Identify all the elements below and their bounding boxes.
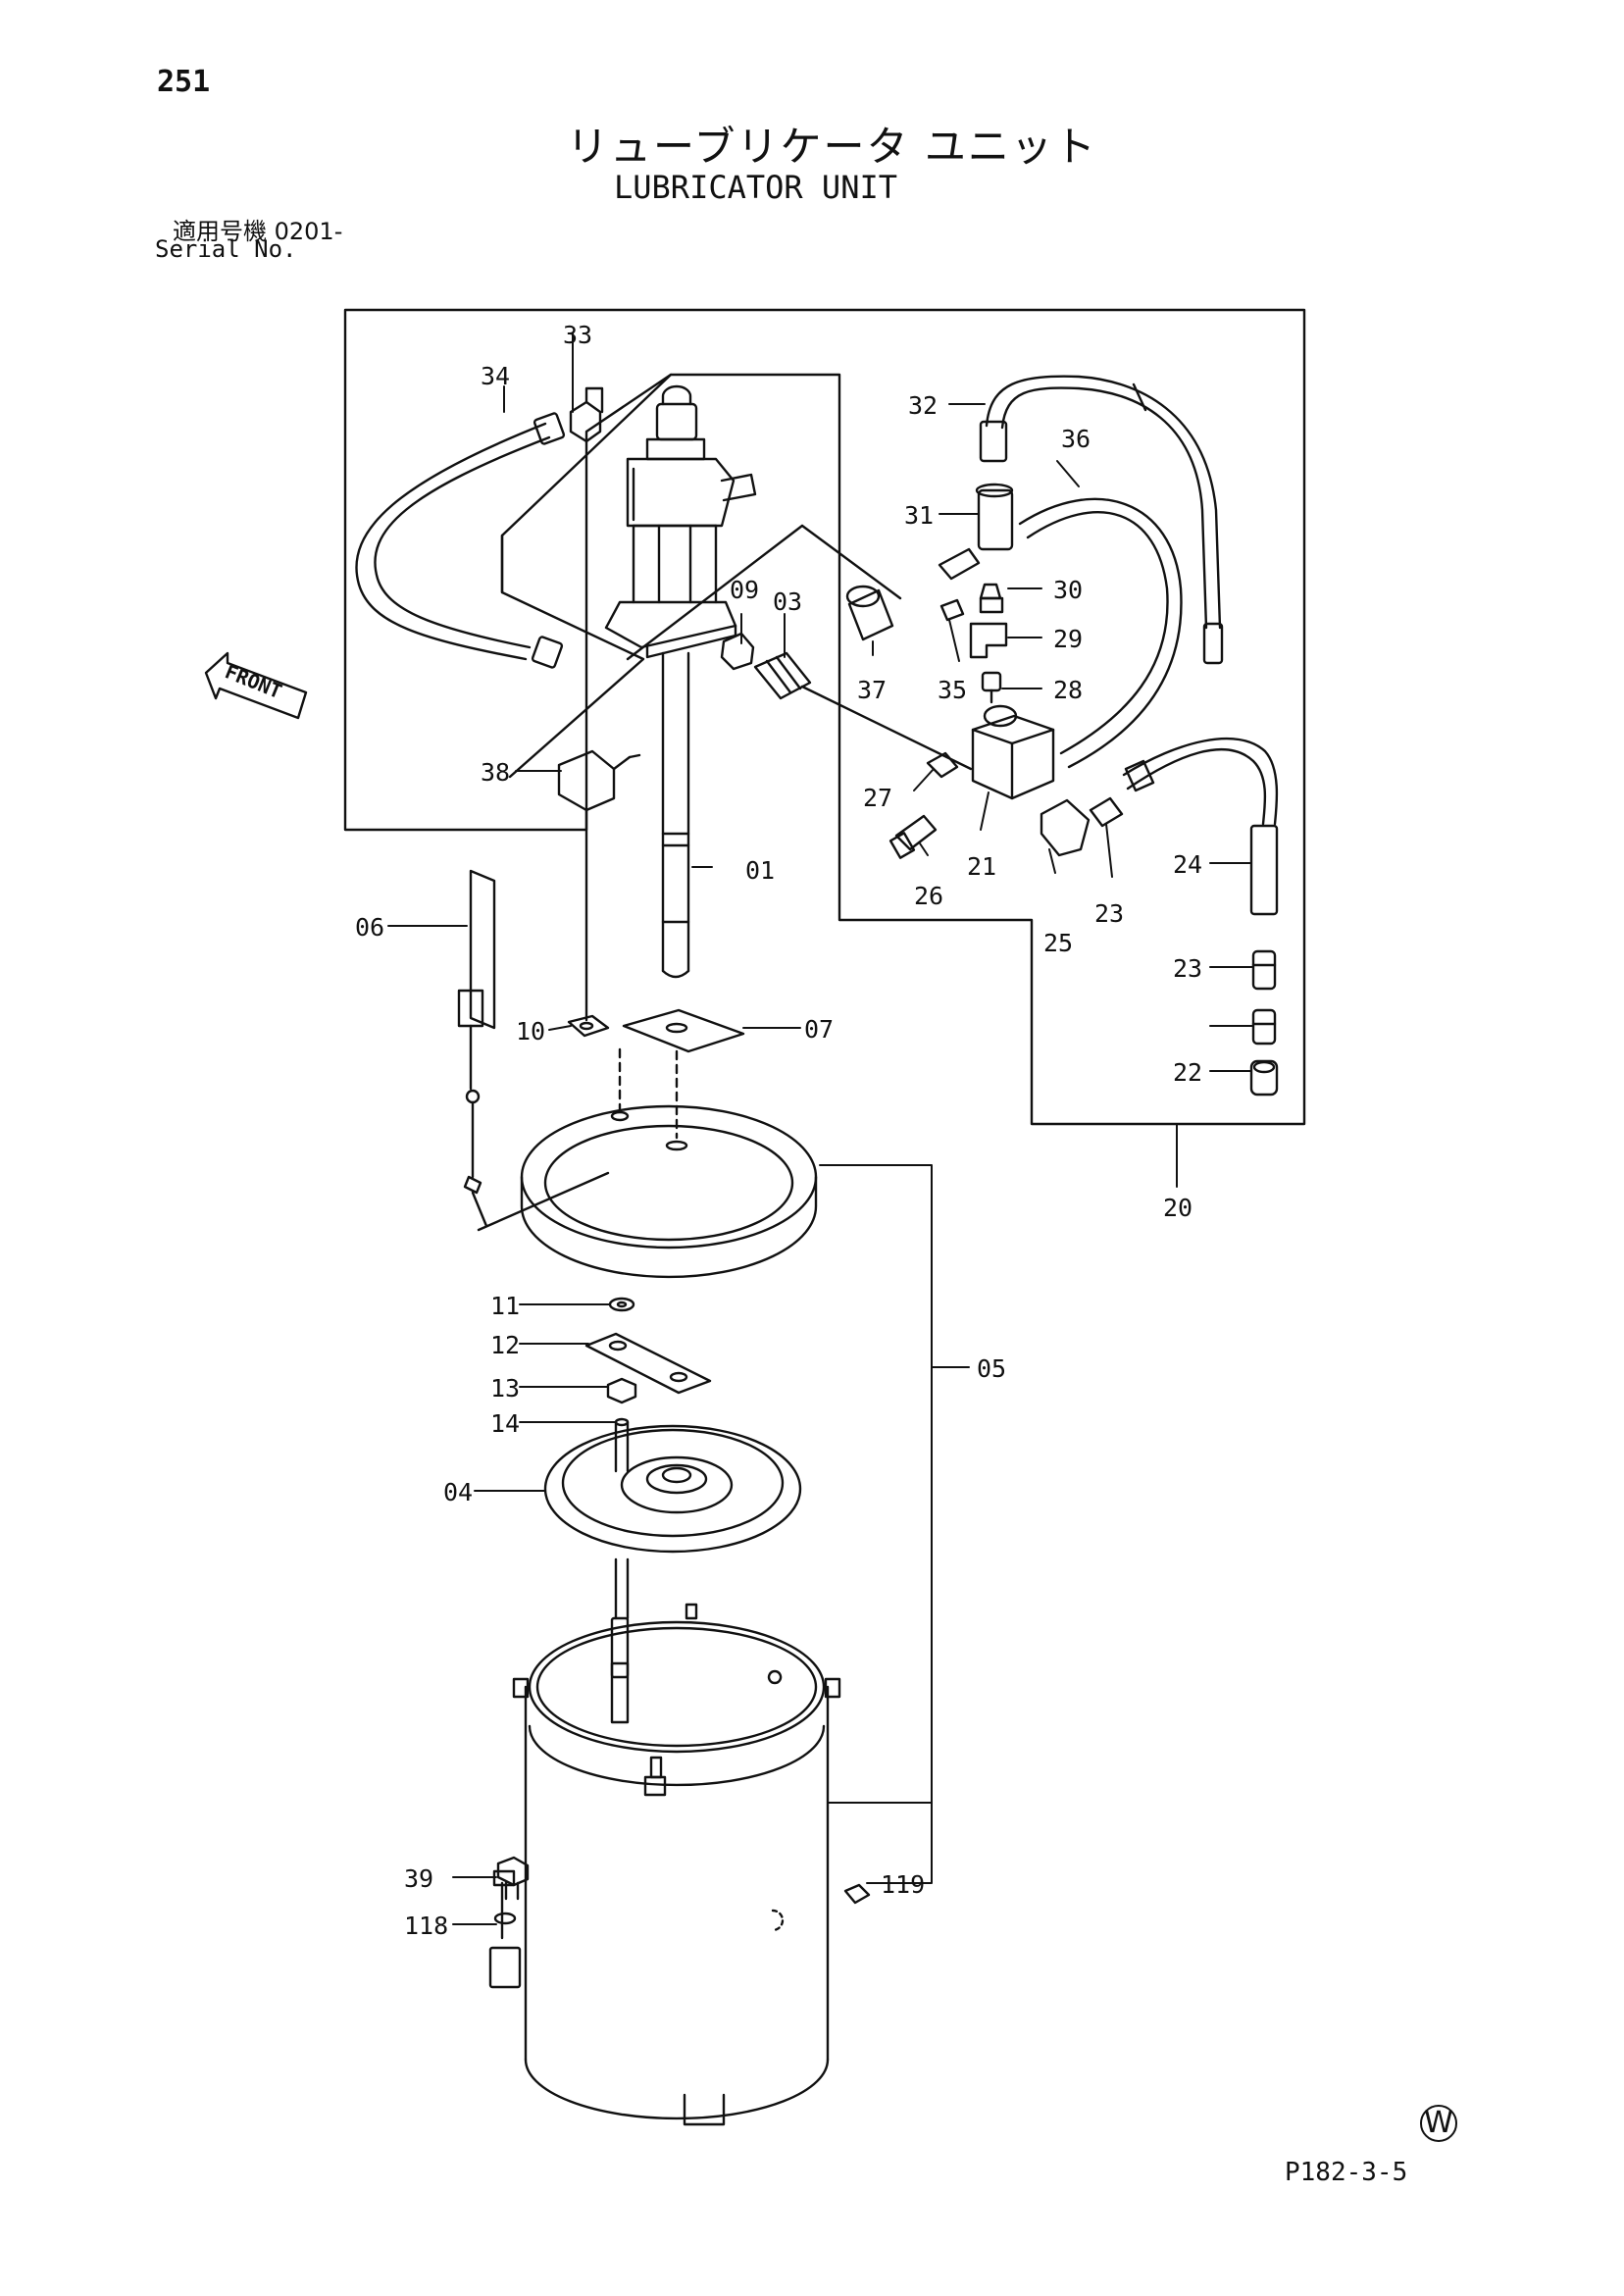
callout-label: 35: [938, 676, 967, 704]
serial-label-japanese: 適用号機 0201-: [173, 218, 343, 245]
serial-label: Serial No.: [155, 235, 297, 263]
callout-label: 37: [857, 676, 887, 704]
hose-35: [355, 412, 566, 669]
part-36: [939, 598, 965, 622]
callout-label: 32: [908, 391, 938, 420]
callout-label: 25: [1043, 929, 1073, 957]
part-38: [845, 585, 894, 641]
part-26: [1040, 798, 1091, 857]
callout-label: 20: [1163, 1194, 1193, 1222]
leader-lines: [387, 332, 1254, 1925]
page-title-japanese: リューブリケータ ユニット: [567, 123, 1097, 171]
callout-label: 01: [745, 856, 775, 885]
part-04: [543, 1424, 802, 1554]
page-number: 251: [157, 65, 211, 99]
part-22: [1249, 1059, 1279, 1097]
callout-label: 38: [481, 758, 510, 787]
callout-label: 10: [516, 1017, 545, 1046]
part-39: [557, 749, 641, 1022]
callout-label: 23: [1094, 899, 1124, 928]
page-title: LUBRICATOR UNIT: [614, 169, 897, 206]
part-06: [457, 869, 496, 1228]
callout-label: 28: [1053, 676, 1083, 704]
hose-33: [979, 375, 1224, 665]
callout-label: 26: [914, 882, 943, 910]
callout-label: 29: [1053, 625, 1083, 653]
callout-label: 14: [490, 1409, 520, 1438]
hose-37: [1018, 497, 1183, 769]
part-27: [888, 814, 938, 859]
tank: [488, 1603, 871, 2126]
fitting-03: [753, 651, 812, 700]
callout-label: 11: [490, 1292, 520, 1320]
part-07: [622, 1008, 745, 1053]
group-frame: [343, 308, 1306, 1126]
part-13: [606, 1377, 637, 1404]
callout-label: 23: [1173, 954, 1202, 983]
hose-25: [1122, 738, 1279, 916]
callout-label: 24: [1173, 850, 1202, 879]
part-29: [981, 671, 1002, 704]
callout-label: 06: [355, 913, 384, 942]
front-arrow-icon: [204, 651, 308, 720]
part-31: [979, 583, 1004, 614]
watermark-badge: W: [1420, 2105, 1457, 2142]
pump-assembly: [604, 384, 757, 979]
part-12: [584, 1332, 712, 1395]
callout-label: 39: [404, 1864, 433, 1893]
callout-label: 30: [1053, 576, 1083, 604]
part-11: [608, 1297, 635, 1312]
part-30: [969, 622, 1008, 659]
part-32: [938, 483, 1014, 581]
callout-label: 09: [730, 576, 759, 604]
part-24: [1251, 949, 1277, 991]
front-label: FRONT: [222, 659, 285, 703]
callout-label: 12: [490, 1331, 520, 1359]
tank-lid: [477, 1104, 818, 1279]
callout-label: 118: [404, 1912, 448, 1940]
callout-label: 34: [481, 362, 510, 390]
figure-code: P182-3-5: [1285, 2158, 1408, 2187]
callout-label: 31: [904, 501, 934, 530]
callout-label: 33: [563, 321, 592, 349]
fitting-34: [569, 386, 604, 443]
callout-label: 13: [490, 1374, 520, 1403]
part-118: [496, 1856, 530, 1901]
part-21: [971, 704, 1055, 800]
callout-label: 04: [443, 1478, 473, 1506]
callout-label: 22: [1173, 1058, 1202, 1087]
callout-label: 21: [967, 852, 996, 881]
callout-label: 36: [1061, 425, 1091, 453]
callout-label: 119: [881, 1870, 925, 1899]
part-10: [567, 1014, 610, 1038]
part-28: [926, 751, 959, 779]
part-14: [614, 1417, 630, 1473]
part-23b: [1251, 1008, 1277, 1046]
callout-label: 03: [773, 587, 802, 616]
callout-label: 07: [804, 1015, 834, 1044]
callout-labels: 01 03 04 05 06 07 09 10 11 12 13 14 20 2…: [355, 321, 1202, 1940]
callout-label: 05: [977, 1354, 1006, 1383]
callout-label: 27: [863, 784, 892, 812]
part-23a: [1089, 796, 1124, 828]
